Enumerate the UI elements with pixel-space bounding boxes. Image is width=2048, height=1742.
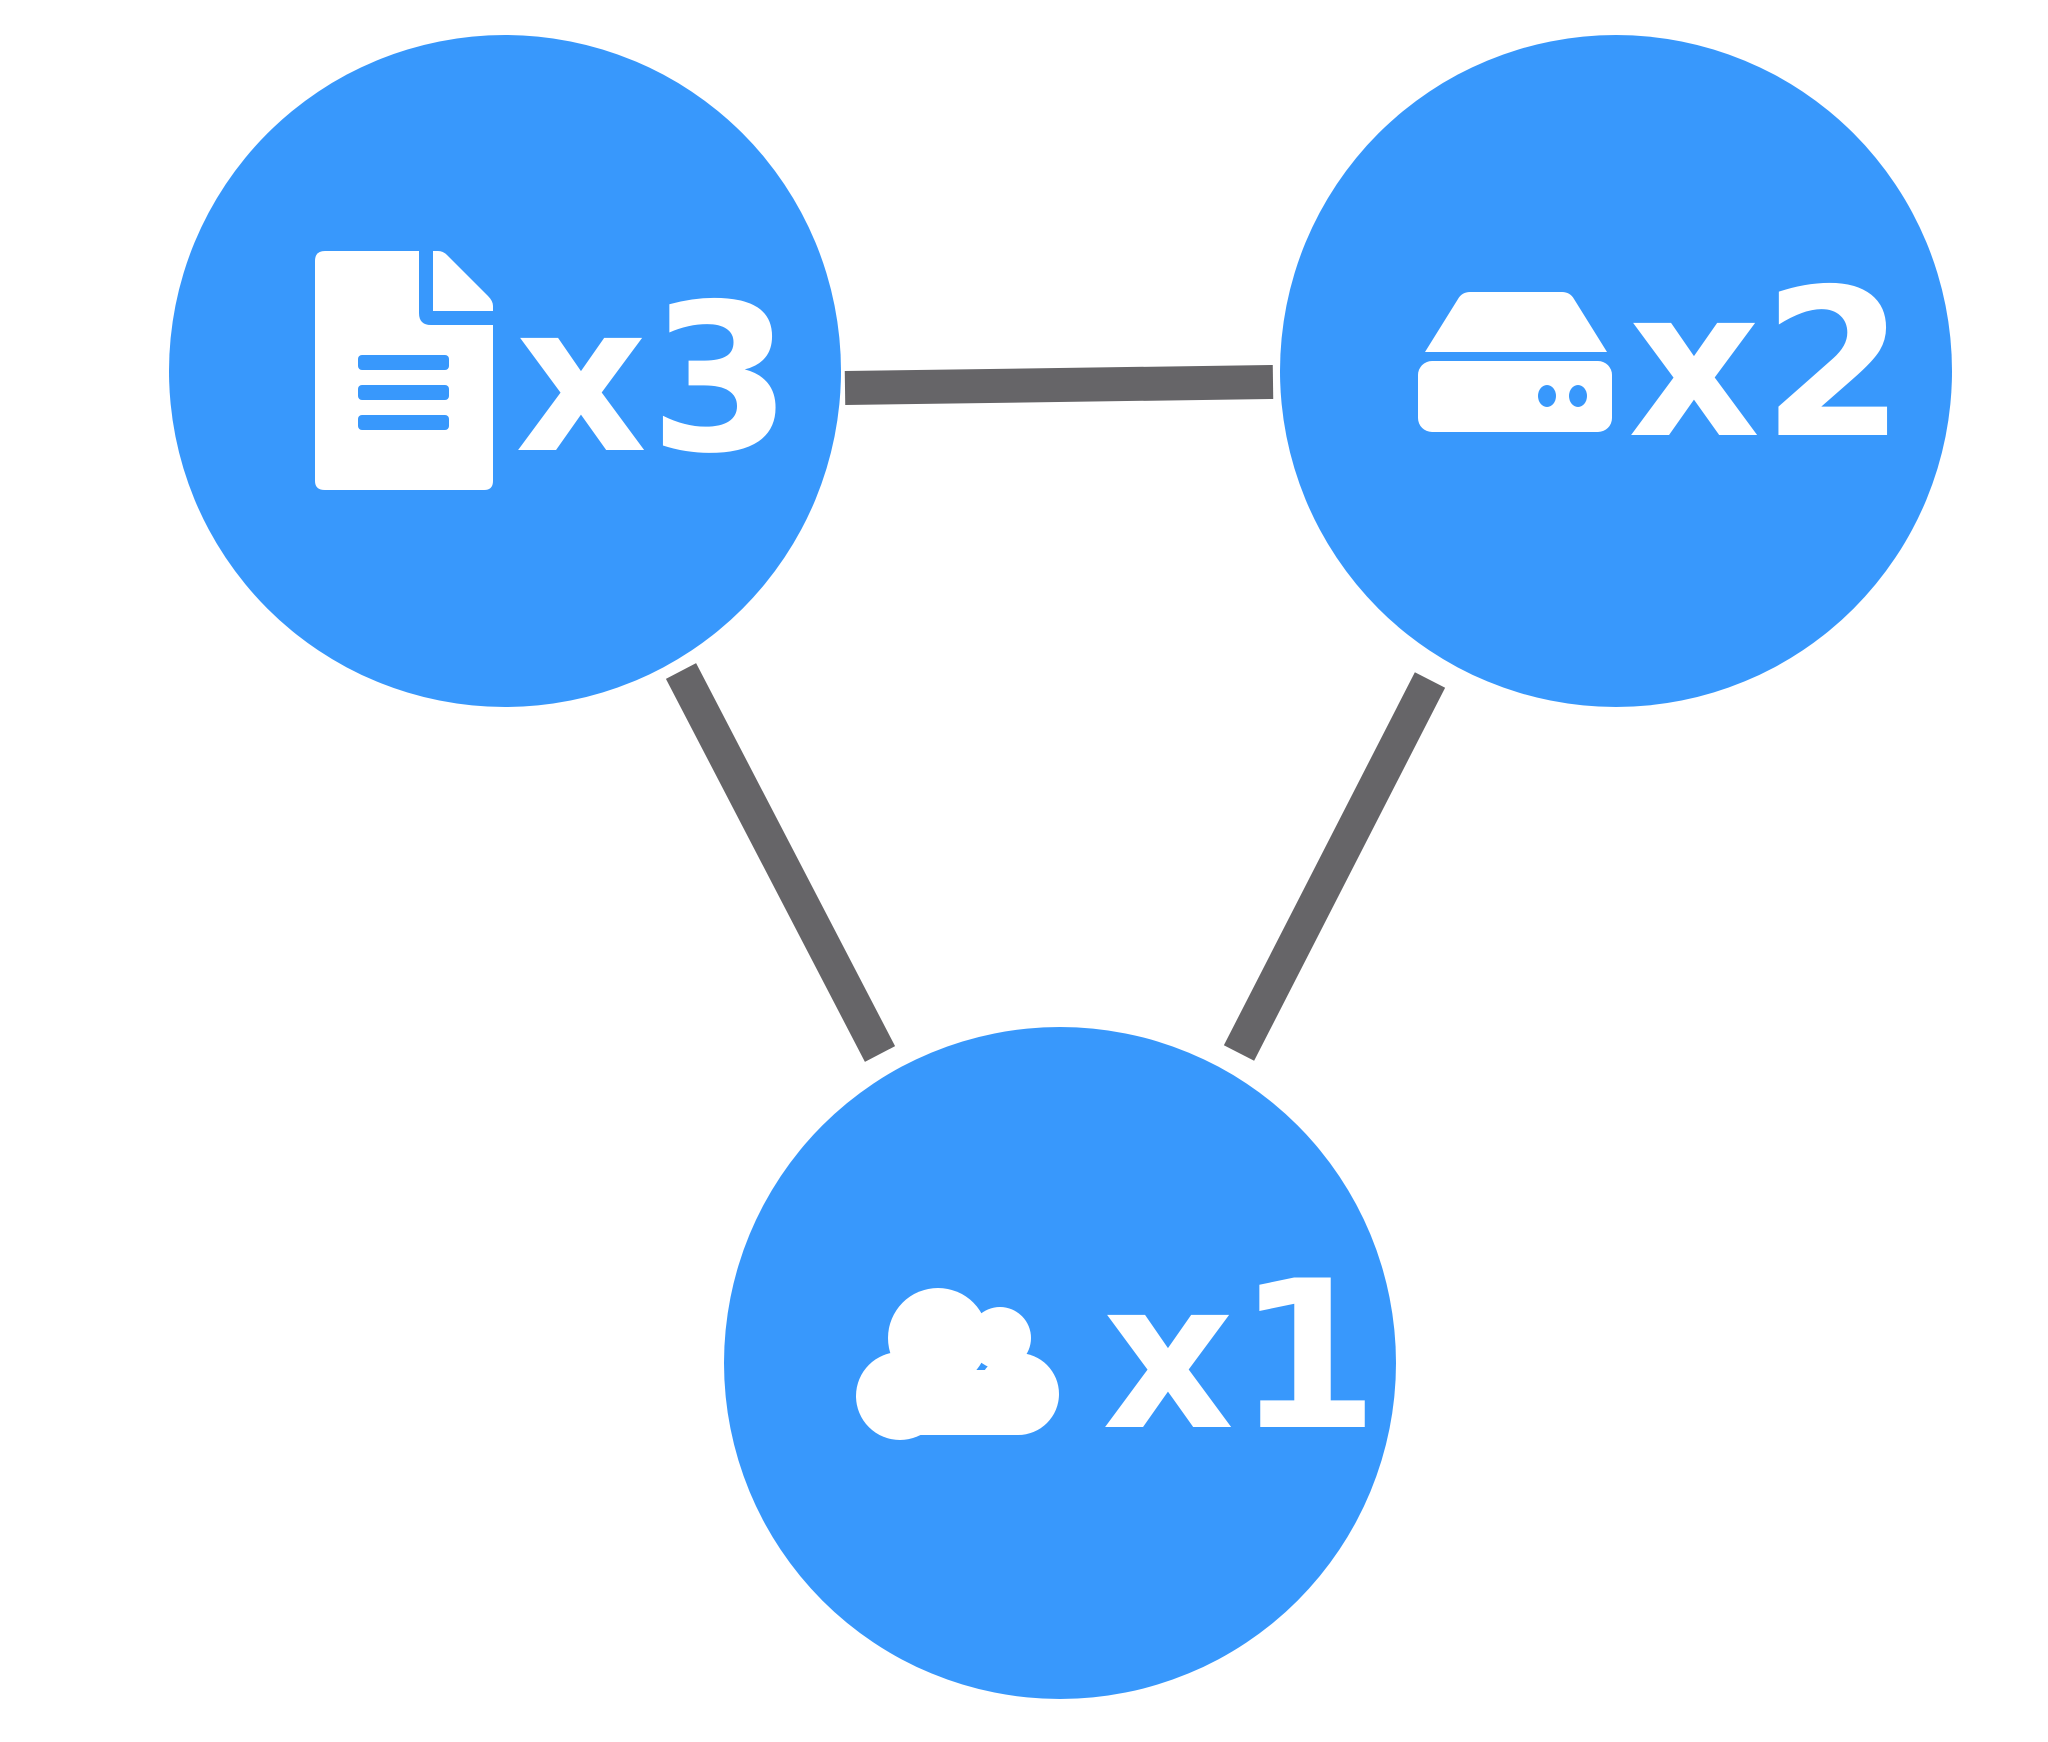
server-drive-icon bbox=[1418, 292, 1612, 432]
document-icon bbox=[315, 251, 493, 490]
node-server-count: x2 bbox=[1628, 246, 1907, 484]
node-cloud-circle bbox=[724, 1027, 1396, 1699]
edge-server-cloud bbox=[1223, 672, 1446, 1061]
node-server-circle bbox=[1280, 35, 1952, 707]
cloud-icon bbox=[856, 1288, 1059, 1440]
node-document: x3 bbox=[169, 35, 841, 707]
node-cloud-count: x1 bbox=[1102, 1238, 1381, 1476]
node-document-count: x3 bbox=[515, 261, 794, 499]
edges bbox=[665, 365, 1446, 1062]
edge-document-server bbox=[844, 365, 1274, 405]
node-server: x2 bbox=[1280, 35, 1952, 707]
edge-document-cloud bbox=[665, 663, 896, 1062]
node-cloud: x1 bbox=[724, 1027, 1396, 1699]
node-document-circle bbox=[169, 35, 841, 707]
